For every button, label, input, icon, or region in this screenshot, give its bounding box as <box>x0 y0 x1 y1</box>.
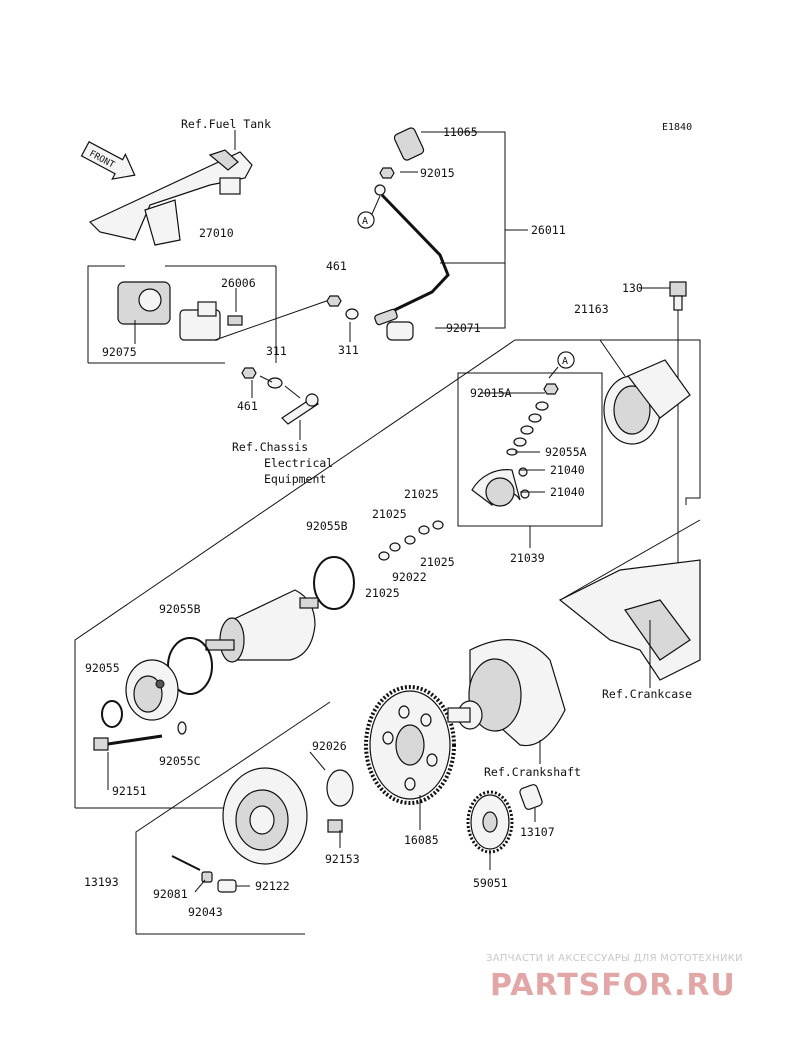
part-label-461-b: 461 <box>237 399 258 413</box>
part-label-92043: 92043 <box>188 905 223 919</box>
part-label-21040-a: 21040 <box>550 463 585 477</box>
bushing-13107 <box>519 784 543 810</box>
part-label-92055b-b: 92055B <box>159 602 201 616</box>
part-label-92026: 92026 <box>312 739 347 753</box>
starter-motor <box>205 589 319 663</box>
ref-chassis-line2: Electrical <box>264 456 333 470</box>
svg-text:A: A <box>362 216 368 227</box>
callout-marker-a-top: A <box>357 211 375 229</box>
ref-chassis-line3: Equipment <box>264 472 326 486</box>
starter-cover <box>599 339 691 445</box>
part-label-92055c: 92055C <box>159 754 201 768</box>
bolt-92151 <box>93 734 163 790</box>
watermark-tagline: ЗАПЧАСТИ И АКСЕССУАРЫ ДЛЯ МОТОТЕХНИКИ <box>486 953 743 964</box>
ref-fuel-tank-label: Ref.Fuel Tank <box>181 117 271 131</box>
small-fasteners-top <box>241 295 359 440</box>
svg-text:A: A <box>562 356 568 367</box>
part-label-92055b-a: 92055B <box>306 519 348 533</box>
part-label-21025-b: 21025 <box>372 507 407 521</box>
part-label-21163: 21163 <box>574 302 609 316</box>
crankcase <box>558 519 701 681</box>
callout-marker-a-brush: A <box>557 351 575 369</box>
part-label-92071: 92071 <box>446 321 481 335</box>
ring-gear <box>364 685 456 805</box>
part-label-26006: 26006 <box>221 276 256 290</box>
part-label-311-a: 311 <box>266 344 287 358</box>
part-label-27010: 27010 <box>199 226 234 240</box>
part-label-461-a: 461 <box>326 259 347 273</box>
o-ring-92055b-upper <box>313 556 355 610</box>
part-label-16085: 16085 <box>404 833 439 847</box>
crankshaft <box>447 639 566 747</box>
part-label-92015a: 92015A <box>470 386 512 400</box>
ref-crankshaft-label: Ref.Crankshaft <box>484 765 581 779</box>
part-label-11065: 11065 <box>443 125 478 139</box>
part-label-92055: 92055 <box>85 661 120 675</box>
part-label-13107: 13107 <box>520 825 555 839</box>
part-label-92151: 92151 <box>112 784 147 798</box>
o-ring-92055c <box>177 721 187 735</box>
washers-21025 <box>378 520 444 561</box>
part-label-21025-d: 21025 <box>365 586 400 600</box>
part-label-92075: 92075 <box>102 345 137 359</box>
part-label-92015: 92015 <box>420 166 455 180</box>
part-label-26011: 26011 <box>531 223 566 237</box>
end-cover <box>125 659 179 721</box>
part-label-92122: 92122 <box>255 879 290 893</box>
starter-cable <box>357 127 450 341</box>
part-label-92022: 92022 <box>392 570 427 584</box>
group-outlines <box>74 131 701 935</box>
fuel-tank-bracket <box>88 130 253 246</box>
relay-parts <box>117 281 336 341</box>
part-label-21025-c: 21025 <box>420 555 455 569</box>
leader-lines <box>134 287 670 893</box>
part-label-21039: 21039 <box>510 551 545 565</box>
part-label-13193: 13193 <box>84 875 119 889</box>
o-ring-92055 <box>101 700 123 728</box>
part-label-92081: 92081 <box>153 887 188 901</box>
part-label-92055a: 92055A <box>545 445 587 459</box>
part-label-92153: 92153 <box>325 852 360 866</box>
watermark-logo: PARTSFOR.RU <box>490 968 736 1003</box>
brush-holder <box>471 351 575 507</box>
part-label-21025-a: 21025 <box>404 487 439 501</box>
part-label-130: 130 <box>622 281 643 295</box>
ref-crankcase-label: Ref.Crankcase <box>602 687 692 701</box>
ref-chassis-line1: Ref.Chassis <box>232 440 308 454</box>
part-label-59051: 59051 <box>473 876 508 890</box>
diagram-code: E1840 <box>662 122 692 133</box>
front-arrow: FRONT <box>80 140 136 180</box>
part-label-311-b: 311 <box>338 343 359 357</box>
part-label-21040-b: 21040 <box>550 485 585 499</box>
idler-gear <box>466 790 514 854</box>
starter-clutch <box>171 767 354 893</box>
